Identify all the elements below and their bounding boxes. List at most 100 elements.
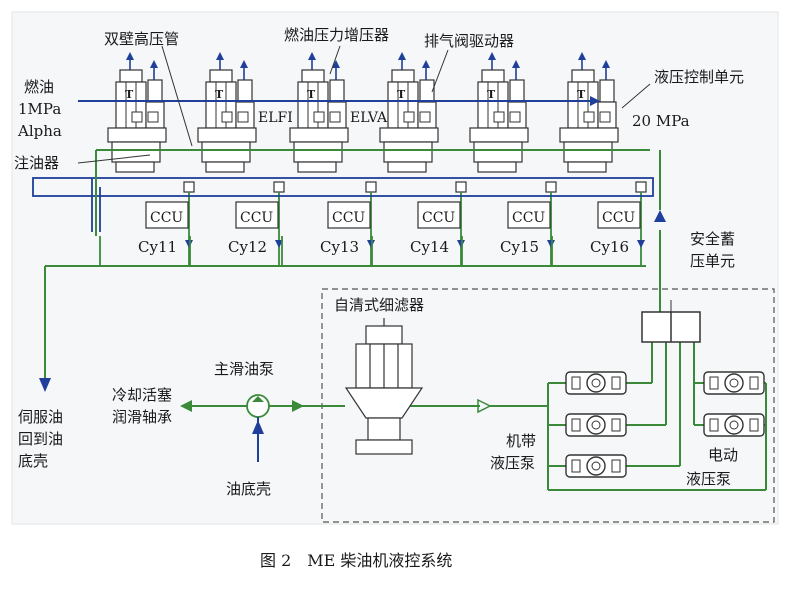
drain-arrow-icon bbox=[547, 240, 555, 248]
ccu-box bbox=[507, 201, 551, 229]
svg-text:T: T bbox=[125, 88, 134, 101]
sump-arrow-icon bbox=[252, 420, 264, 434]
drain-arrow-icon bbox=[637, 240, 645, 248]
cylinder-label: Cy12 bbox=[228, 238, 267, 256]
accumulator-label-1: 安全蓄 bbox=[690, 230, 735, 248]
hydraulic-lines bbox=[44, 149, 767, 491]
sump-label: 油底壳 bbox=[226, 480, 271, 498]
fuel-booster-label: 燃油压力增压器 bbox=[284, 26, 389, 44]
double-wall-pipe-label: 双壁高压管 bbox=[104, 30, 179, 48]
pressure-arrow-icon bbox=[654, 210, 666, 222]
ccu-label: CCU bbox=[150, 210, 183, 226]
cylinder-label: Cy13 bbox=[320, 238, 359, 256]
ccu-box bbox=[327, 201, 371, 229]
electric-pump-label-1: 电动 bbox=[708, 446, 738, 464]
vent-arrow-icon bbox=[398, 52, 406, 60]
double-wall-pipe bbox=[32, 177, 654, 197]
ccu-label: CCU bbox=[512, 210, 545, 226]
cylinder-unit: T CCU Cy15 bbox=[461, 52, 557, 266]
elva-label: ELVA bbox=[350, 110, 388, 126]
cylinder-label: Cy14 bbox=[410, 238, 449, 256]
servo-return-label-1: 伺服油 bbox=[18, 408, 63, 426]
svg-text:T: T bbox=[215, 88, 224, 101]
servo-return-label-3: 底壳 bbox=[18, 452, 48, 470]
vent-arrow-icon bbox=[488, 52, 496, 60]
pipe-junction bbox=[455, 181, 467, 193]
main-lube-pump-label: 主滑油泵 bbox=[214, 360, 274, 378]
pipe-junction bbox=[273, 181, 285, 193]
ccu-box bbox=[417, 201, 461, 229]
vent-arrow-icon bbox=[216, 52, 224, 60]
cooling-arrow-icon bbox=[180, 400, 192, 412]
filter-outlet-arrow-icon bbox=[477, 398, 492, 414]
cylinder-unit: T CCU Cy16 bbox=[551, 52, 647, 266]
vent-arrow-icon bbox=[578, 52, 586, 60]
svg-text:T: T bbox=[397, 88, 406, 101]
ccu-box bbox=[235, 201, 279, 229]
cylinder-units: T CCU Cy11 T CCU Cy12 T CCU Cy13 T CCU Cy14 T CCU Cy15… bbox=[99, 52, 647, 266]
pipe-junction bbox=[545, 181, 557, 193]
vent-arrow-icon bbox=[512, 60, 520, 68]
accumulator-label-2: 压单元 bbox=[690, 252, 735, 270]
cylinder-unit: T CCU Cy11 bbox=[99, 52, 195, 266]
servo-return-arrow-icon bbox=[39, 378, 51, 392]
exhaust-actuator-label: 排气阀驱动器 bbox=[424, 32, 514, 50]
ccu-box bbox=[145, 201, 189, 229]
drain-arrow-icon bbox=[185, 240, 193, 248]
svg-text:T: T bbox=[487, 88, 496, 101]
drain-arrow-icon bbox=[367, 240, 375, 248]
ccu-label: CCU bbox=[332, 210, 365, 226]
pipe-junction bbox=[183, 181, 195, 193]
hydraulic-pump-icon bbox=[703, 371, 765, 395]
vent-arrow-icon bbox=[150, 60, 158, 68]
ccu-box bbox=[597, 201, 641, 229]
hydraulic-pumps bbox=[565, 371, 765, 478]
hydraulic-pump-icon bbox=[565, 371, 627, 395]
engine-pump-label-2: 液压泵 bbox=[490, 454, 535, 472]
ccu-label: CCU bbox=[422, 210, 455, 226]
pump-outlet-arrow-icon bbox=[292, 400, 304, 412]
ccu-label: CCU bbox=[602, 210, 635, 226]
cylinder-label: Cy11 bbox=[138, 238, 177, 256]
self-clean-filter-label: 自清式细滤器 bbox=[334, 296, 424, 314]
figure-caption: 图 2 ME 柴油机液控系统 bbox=[260, 551, 452, 570]
leader-lines bbox=[77, 45, 651, 164]
self-cleaning-filter-icon bbox=[344, 318, 424, 455]
electric-pump-label-2: 液压泵 bbox=[686, 470, 731, 488]
drain-arrow-icon bbox=[457, 240, 465, 248]
diagram-labels: 双壁高压管 燃油压力增压器 排气阀驱动器 液压控制单元 燃油 1MPa Alph… bbox=[14, 26, 744, 570]
svg-text:T: T bbox=[307, 88, 316, 101]
cylinder-unit: T CCU Cy12 bbox=[189, 52, 285, 266]
fuel-label-3: Alpha bbox=[17, 122, 62, 140]
fuel-label-2: 1MPa bbox=[18, 100, 61, 118]
ccu-label: CCU bbox=[240, 210, 273, 226]
cylinder-unit: T CCU Cy13 bbox=[281, 52, 377, 266]
pressure-20mpa-label: 20 MPa bbox=[632, 112, 690, 130]
pipe-junction bbox=[635, 181, 647, 193]
cooling-label-1: 冷却活塞 bbox=[112, 386, 172, 404]
drain-arrow-icon bbox=[275, 240, 283, 248]
cylinder-label: Cy15 bbox=[500, 238, 539, 256]
servo-return-label-2: 回到油 bbox=[18, 430, 63, 448]
pipe-junction bbox=[365, 181, 377, 193]
lubricator-label: 注油器 bbox=[14, 154, 59, 172]
hydraulic-pump-icon bbox=[565, 454, 627, 478]
vent-arrow-icon bbox=[332, 60, 340, 68]
cylinder-label: Cy16 bbox=[590, 238, 629, 256]
hcu-label: 液压控制单元 bbox=[654, 68, 744, 86]
elfi-label: ELFI bbox=[258, 110, 293, 126]
engine-pump-label-1: 机带 bbox=[506, 432, 536, 450]
fuel-label-1: 燃油 bbox=[24, 78, 54, 96]
hydraulic-pump-icon bbox=[565, 413, 627, 437]
cooling-label-2: 润滑轴承 bbox=[112, 408, 172, 426]
vent-arrow-icon bbox=[240, 60, 248, 68]
hydraulic-pump-icon bbox=[703, 413, 765, 437]
vent-arrow-icon bbox=[308, 52, 316, 60]
cylinder-unit: T CCU Cy14 bbox=[371, 52, 467, 266]
vent-arrow-icon bbox=[602, 60, 610, 68]
vent-arrow-icon bbox=[422, 60, 430, 68]
fuel-arrow-icon bbox=[590, 96, 600, 106]
svg-text:T: T bbox=[577, 88, 586, 101]
